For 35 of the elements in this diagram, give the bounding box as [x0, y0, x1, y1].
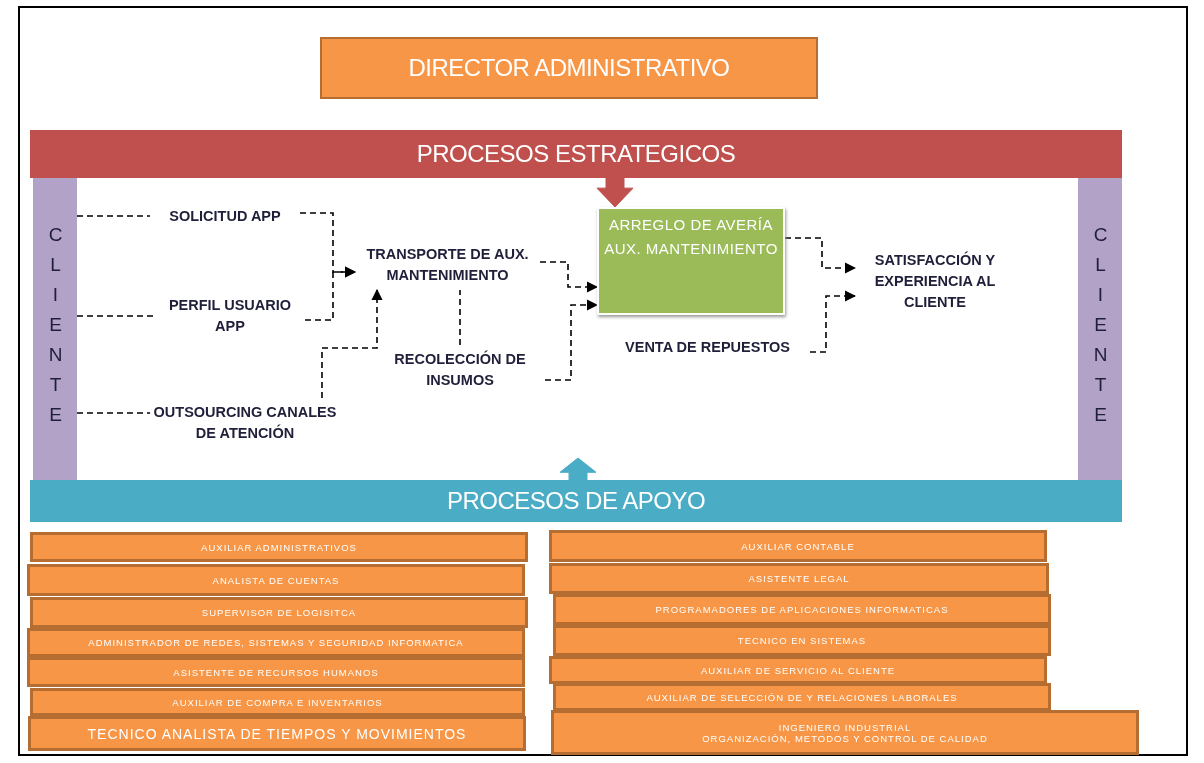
role-box: ASISTENTE DE RECURSOS HUMANOS [27, 657, 525, 687]
dashed-arrow [304, 266, 357, 321]
role-box: TECNICO EN SISTEMAS [553, 625, 1051, 656]
client-bar: CLIENTE [33, 178, 77, 480]
process-label: SATISFACCIÓN Y EXPERIENCIA AL CLIENTE [855, 244, 1015, 318]
role-box: PROGRAMADORES DE APLICACIONES INFORMATICAS [553, 594, 1051, 625]
role-box: ASISTENTE LEGAL [549, 563, 1049, 594]
process-label: TRANSPORTE DE AUX. MANTENIMIENTO [355, 240, 540, 290]
role-box: AUXILIAR DE COMPRA E INVENTARIOS [30, 688, 525, 716]
process-label: PERFIL USUARIO APP [155, 292, 305, 340]
director-box: DIRECTOR ADMINISTRATIVO [320, 37, 818, 99]
process-label: OUTSOURCING CANALES DE ATENCIÓN [150, 398, 340, 448]
dashed-arrow [539, 261, 599, 293]
role-box: SUPERVISOR DE LOGISITCA [30, 597, 528, 628]
process-label: VENTA DE REPUESTOS [605, 335, 810, 359]
block-arrow [559, 457, 597, 481]
strategic-processes-band: PROCESOS ESTRATEGICOS [30, 130, 1122, 178]
process-box: ARREGLO DE AVERÍA AUX. MANTENIMIENTO [597, 207, 785, 315]
client-bar: CLIENTE [1078, 178, 1122, 480]
dashed-arrow [321, 288, 383, 399]
role-box: AUXILIAR DE SERVICIO AL CLIENTE [549, 656, 1047, 684]
role-box: ADMINISTRADOR DE REDES, SISTEMAS Y SEGURIDAD INFORMATICA [27, 628, 525, 657]
role-box: AUXILIAR DE SELECCIÓN DE Y RELACIONES LABORALES [553, 683, 1051, 711]
role-box: AUXILIAR ADMINISTRATIVOS [30, 532, 528, 562]
role-box: ANALISTA DE CUENTAS [27, 564, 525, 596]
dashed-arrow [544, 299, 599, 381]
role-box: AUXILIAR CONTABLE [549, 530, 1047, 562]
role-box: INGENIERO INDUSTRIAL ORGANIZACIÓN, METODOS Y CONTROL DE CALIDAD [551, 710, 1139, 755]
process-label: RECOLECCIÓN DE INSUMOS [375, 345, 545, 395]
role-box: TECNICO ANALISTA DE TIEMPOS Y MOVIMIENTOS [28, 716, 526, 751]
process-label: SOLICITUD APP [150, 204, 300, 228]
dashed-arrow [809, 290, 857, 353]
block-arrow [596, 177, 634, 208]
support-processes-band: PROCESOS DE APOYO [30, 480, 1122, 522]
dashed-arrow [784, 237, 857, 274]
